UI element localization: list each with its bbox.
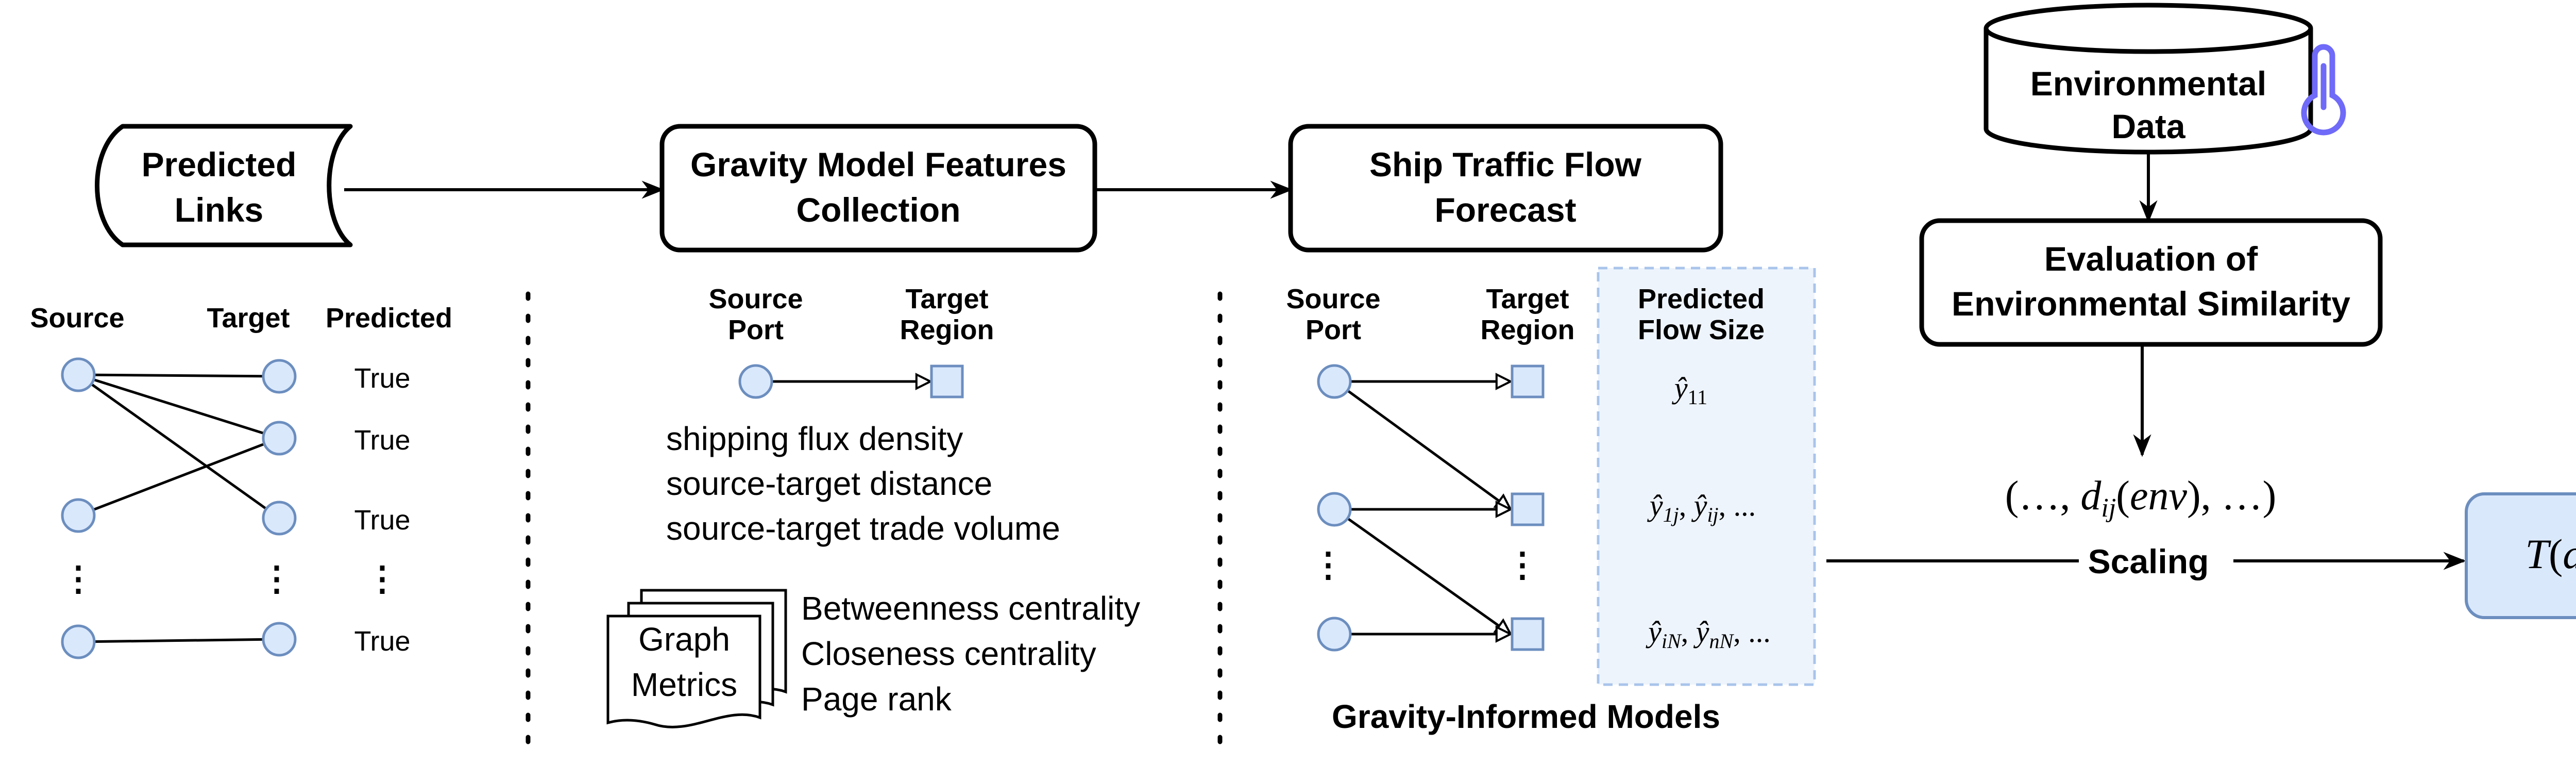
flow-size-y1j-yij: ŷ1j, ŷij, ... [1647,489,1756,526]
source-port-node [1317,617,1352,652]
feature-item: source-target distance [666,465,992,502]
flow-edges [1345,381,1511,634]
predicted-value: True [354,425,410,456]
source-port-node [1317,492,1352,527]
target-region-node [1511,492,1545,526]
scaling-label: Scaling [2088,542,2209,580]
predicted-links-line2: Links [175,191,263,229]
environmental-data-block: Environmental Data [1984,3,2313,155]
flow-header-line1: Predicted [1638,284,1765,314]
target-node [262,622,297,657]
source-port-header-line1: Source [1286,284,1380,314]
source-port-header-line2: Port [728,314,784,345]
gravity-features-line2: Collection [796,191,960,229]
vertical-ellipsis: ⋮ [260,559,294,597]
target-node [262,421,297,456]
feature-item: shipping flux density [666,420,963,457]
flow-header-line2: Flow Size [1638,314,1765,345]
environmental-data-line2: Data [2111,107,2185,145]
metric-item: Betweenness centrality [801,590,1140,627]
predicted-value: True [354,505,410,536]
ship-forecast-line2: Forecast [1434,191,1576,229]
source-node [61,624,96,659]
predicted-links-line1: Predicted [142,145,297,184]
target-region-node [930,364,964,398]
bipartite-edges [77,373,280,643]
predicted-links-block: Predicted Links [95,124,353,247]
gravity-features-block: Gravity Model Features Collection [659,124,1097,253]
thermometer-icon [2301,44,2346,136]
vertical-ellipsis: ⋮ [61,559,95,597]
vertical-ellipsis: ⋮ [1311,545,1345,584]
vertical-ellipsis: ⋮ [365,559,399,597]
predicted-value: True [354,363,410,394]
ship-forecast-block: Ship Traffic Flow Forecast [1288,124,1723,253]
source-node [61,357,96,392]
flow-size-yiN-ynN: ŷiN, ŷnN, ... [1646,615,1770,653]
target-node [262,501,297,536]
graph-metrics-label-line1: Graph [638,621,730,658]
output-block: T(d) [2465,492,2576,619]
target-region-node [1511,364,1545,398]
panel-predicted-links: Source Target Predicted True True True T… [30,303,452,659]
predicted-flow-panel [1597,267,1816,686]
vertical-ellipsis: ⋮ [1505,545,1539,584]
source-node [61,498,96,533]
graph-metrics-document-icon [606,589,787,728]
target-node [262,359,297,394]
source-port-header-line2: Port [1306,314,1361,345]
gravity-features-line1: Gravity Model Features [690,145,1066,184]
source-port-node [738,364,773,399]
metric-item: Closeness centrality [801,635,1096,672]
col-source-header: Source [30,303,124,334]
output-label: T(d) [2525,530,2576,577]
source-port-header-line1: Source [708,284,803,314]
environmental-data-line1: Environmental [2030,64,2266,103]
panel-gravity-features: Source Port Target Region shipping flux … [606,284,1140,728]
target-region-header-line2: Region [900,314,994,345]
flow-size-y11: ŷ11 [1672,371,1707,409]
feature-item: source-target trade volume [666,510,1060,547]
metric-item: Page rank [801,680,952,718]
col-target-header: Target [207,303,290,334]
bipartite-nodes [61,357,297,659]
source-port-node [1317,364,1352,399]
target-region-header-line2: Region [1481,314,1575,345]
evaluation-line1: Evaluation of [2044,240,2258,278]
ship-forecast-line1: Ship Traffic Flow [1369,145,1642,184]
distance-vector-expression: (…, dij(env), …) [2005,473,2276,523]
evaluation-block: Evaluation of Environmental Similarity [1919,218,2383,347]
graph-metrics-label-line2: Metrics [631,666,737,703]
target-region-header-line1: Target [905,284,988,314]
target-region-header-line1: Target [1486,284,1569,314]
evaluation-line2: Environmental Similarity [1952,285,2350,323]
scaling-label-bg [2079,541,2233,582]
panel-gravity-models: Source Port Target Region Predicted Flow… [1286,267,1816,735]
col-predicted-header: Predicted [326,303,452,334]
gravity-models-caption: Gravity-Informed Models [1332,698,1720,735]
flow-nodes [1317,364,1545,652]
target-region-node [1511,617,1545,651]
predicted-value: True [354,626,410,657]
